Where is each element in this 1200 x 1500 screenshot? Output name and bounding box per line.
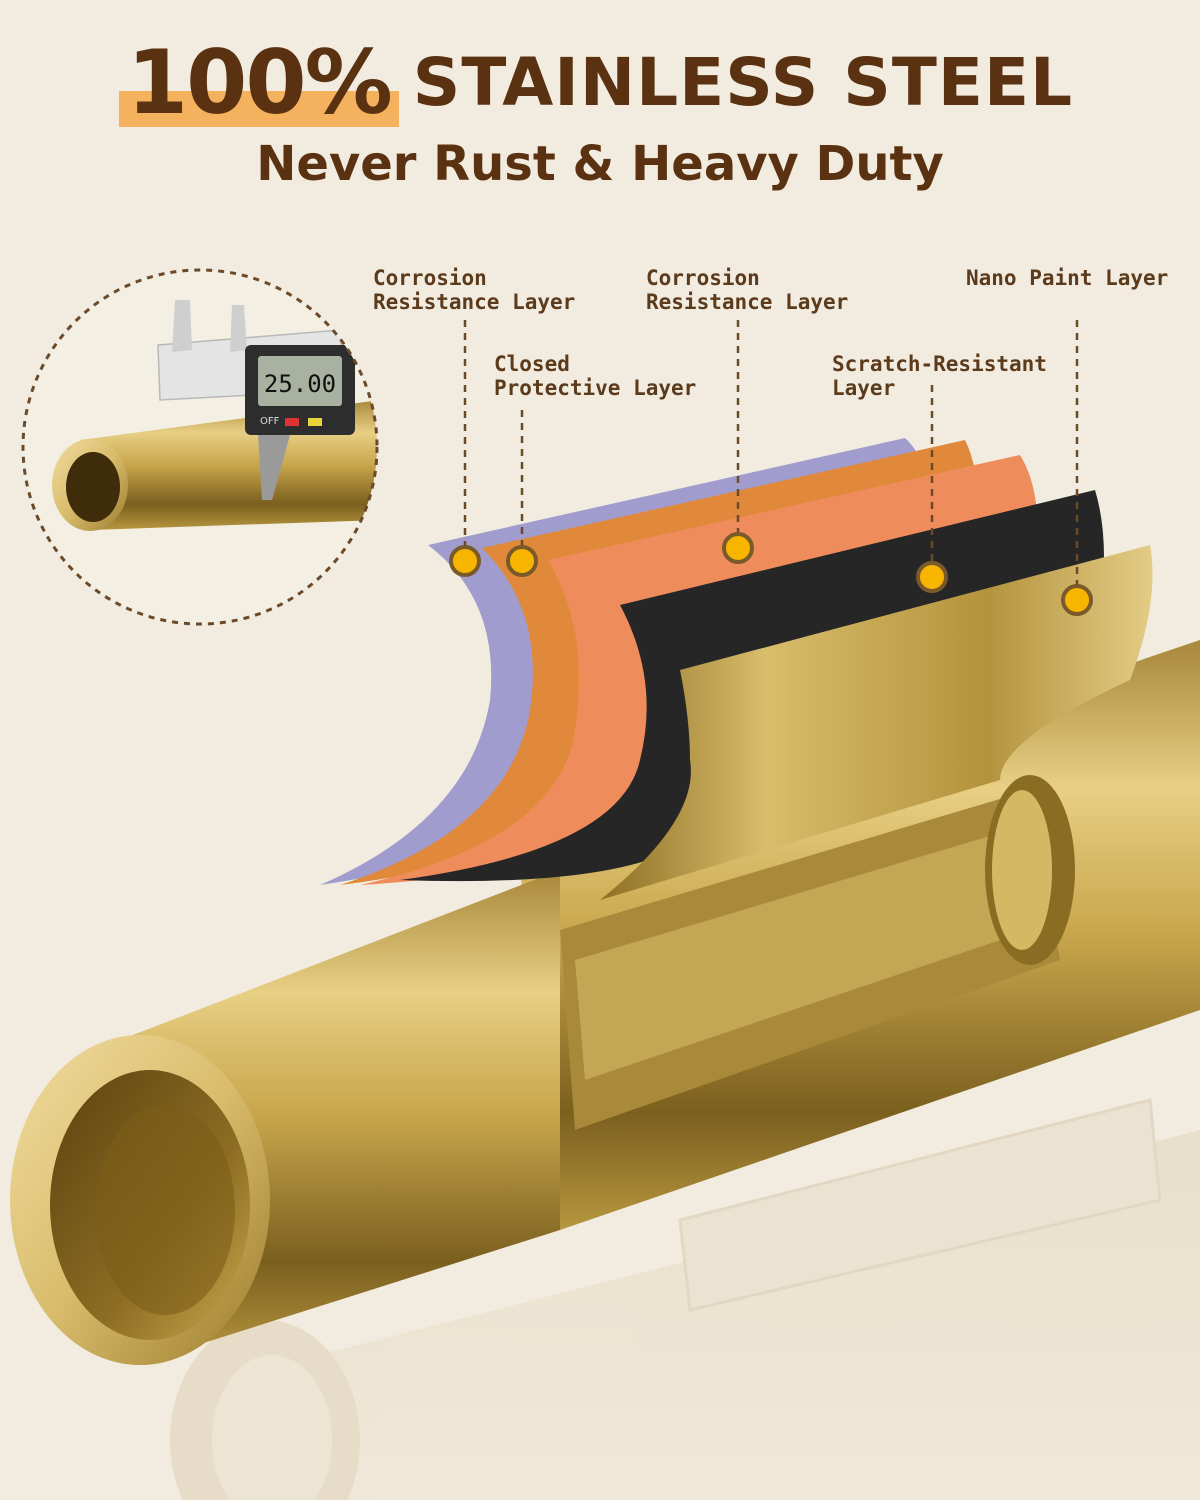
layer-label-2: Closed Protective Layer (494, 352, 697, 400)
callout-lines (463, 320, 1079, 585)
caliper-inset: 25.00 OFF (21, 268, 379, 626)
subheadline: Never Rust & Heavy Duty (256, 136, 944, 192)
callout-dot-2 (506, 545, 538, 577)
reflection-tube (170, 1098, 1200, 1500)
caliper-reading: 25.00 (264, 370, 336, 398)
headline-percent: 100% (118, 31, 399, 134)
layer-label-3: Corrosion Resistance Layer (646, 266, 849, 314)
callout-dot-1 (449, 545, 481, 577)
layer-label-4: Scratch-Resistant Layer (832, 352, 1047, 400)
caliper-off-label: OFF (260, 416, 280, 427)
layer-label-5: Nano Paint Layer (966, 266, 1169, 290)
layer-sheet-gold (600, 545, 1153, 900)
callout-dot-3 (722, 532, 754, 564)
main-tube (10, 640, 1200, 1365)
headline-material: STAINLESS STEEL (412, 44, 1074, 121)
callout-dots (449, 532, 1093, 616)
callout-dot-4 (916, 561, 948, 593)
headline: 100% STAINLESS STEEL (0, 28, 1200, 138)
callout-dot-5 (1061, 584, 1093, 616)
layer-label-1: Corrosion Resistance Layer (373, 266, 576, 314)
